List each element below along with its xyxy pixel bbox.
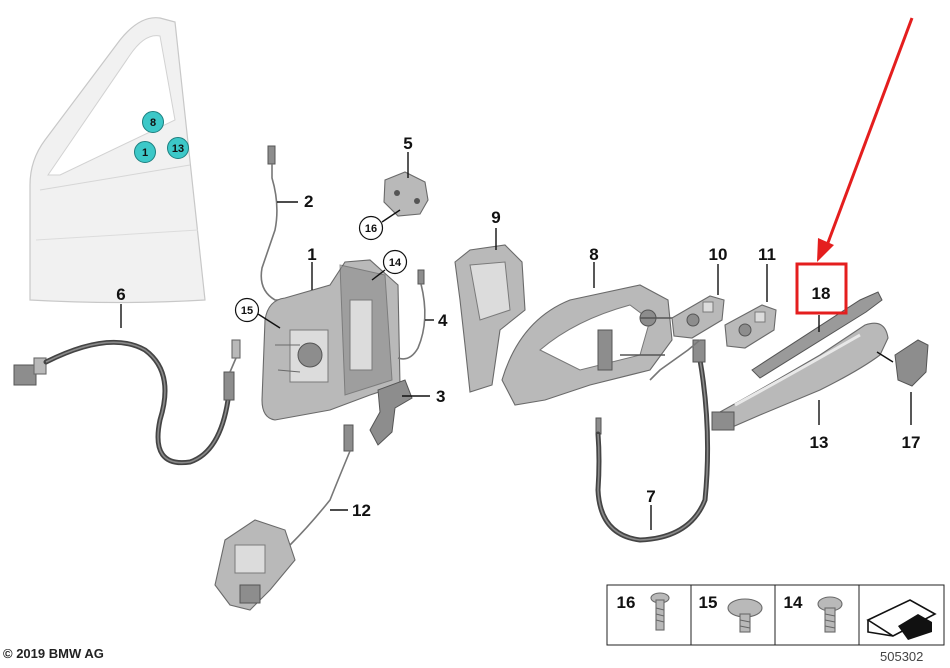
svg-text:18: 18 [812,284,831,303]
label-2: 2 [304,192,313,211]
diagram-reference-number: 505302 [880,649,924,664]
part-17-end-cap [894,339,929,387]
fastener-legend: 16 15 14 [606,584,945,646]
legend-label-14: 14 [784,593,803,612]
label-8: 8 [589,245,598,264]
part-12-actuator [214,424,354,611]
label-4: 4 [438,311,448,330]
part-8-handle-carrier [501,284,685,406]
label-12: 12 [352,501,371,520]
legend-label-16: 16 [617,593,636,612]
part-1-door-lock [261,259,401,421]
part-6-cable [13,339,241,466]
highlight-part-18: 18 [795,262,848,315]
label-6: 6 [116,285,125,304]
label-7: 7 [646,487,655,506]
svg-text:13: 13 [172,143,184,155]
door-marker-1: 1 [134,141,156,163]
part-11-gasket [724,304,777,349]
label-11: 11 [758,245,776,264]
part-7-cable [595,339,711,543]
part-9-cover [454,244,526,393]
door-illustration [29,17,206,304]
label-5: 5 [403,134,412,153]
part-3-bracket [369,379,413,446]
svg-text:15: 15 [241,305,253,317]
legend-label-15: 15 [699,593,718,612]
label-17: 17 [902,433,921,452]
label-15-circle: 15 [234,297,281,329]
door-marker-13: 13 [167,137,189,159]
label-13: 13 [810,433,829,452]
parts-catalog-symbol-icon [866,599,937,640]
label-9: 9 [491,208,500,227]
label-16-circle: 16 [358,209,401,241]
red-arrow-icon [817,17,914,262]
svg-text:14: 14 [389,257,402,269]
part-10-gasket [671,295,725,339]
part-4-rod [397,269,426,360]
door-marker-8: 8 [142,111,164,133]
label-14-circle: 14 [371,249,408,281]
label-10: 10 [709,245,728,264]
part-13-door-handle [711,322,894,431]
label-1: 1 [307,245,316,264]
part-18-trim-strip [751,291,883,379]
screw-15-icon [727,598,763,633]
part-5-striker [383,171,429,217]
copyright-text: © 2019 BMW AG [3,646,104,661]
label-3: 3 [436,387,445,406]
svg-text:1: 1 [142,147,148,159]
screw-14-icon [817,596,843,633]
part-2-rod [260,145,300,301]
screw-16-icon [650,592,670,631]
svg-text:16: 16 [365,223,377,235]
svg-text:8: 8 [150,117,156,129]
